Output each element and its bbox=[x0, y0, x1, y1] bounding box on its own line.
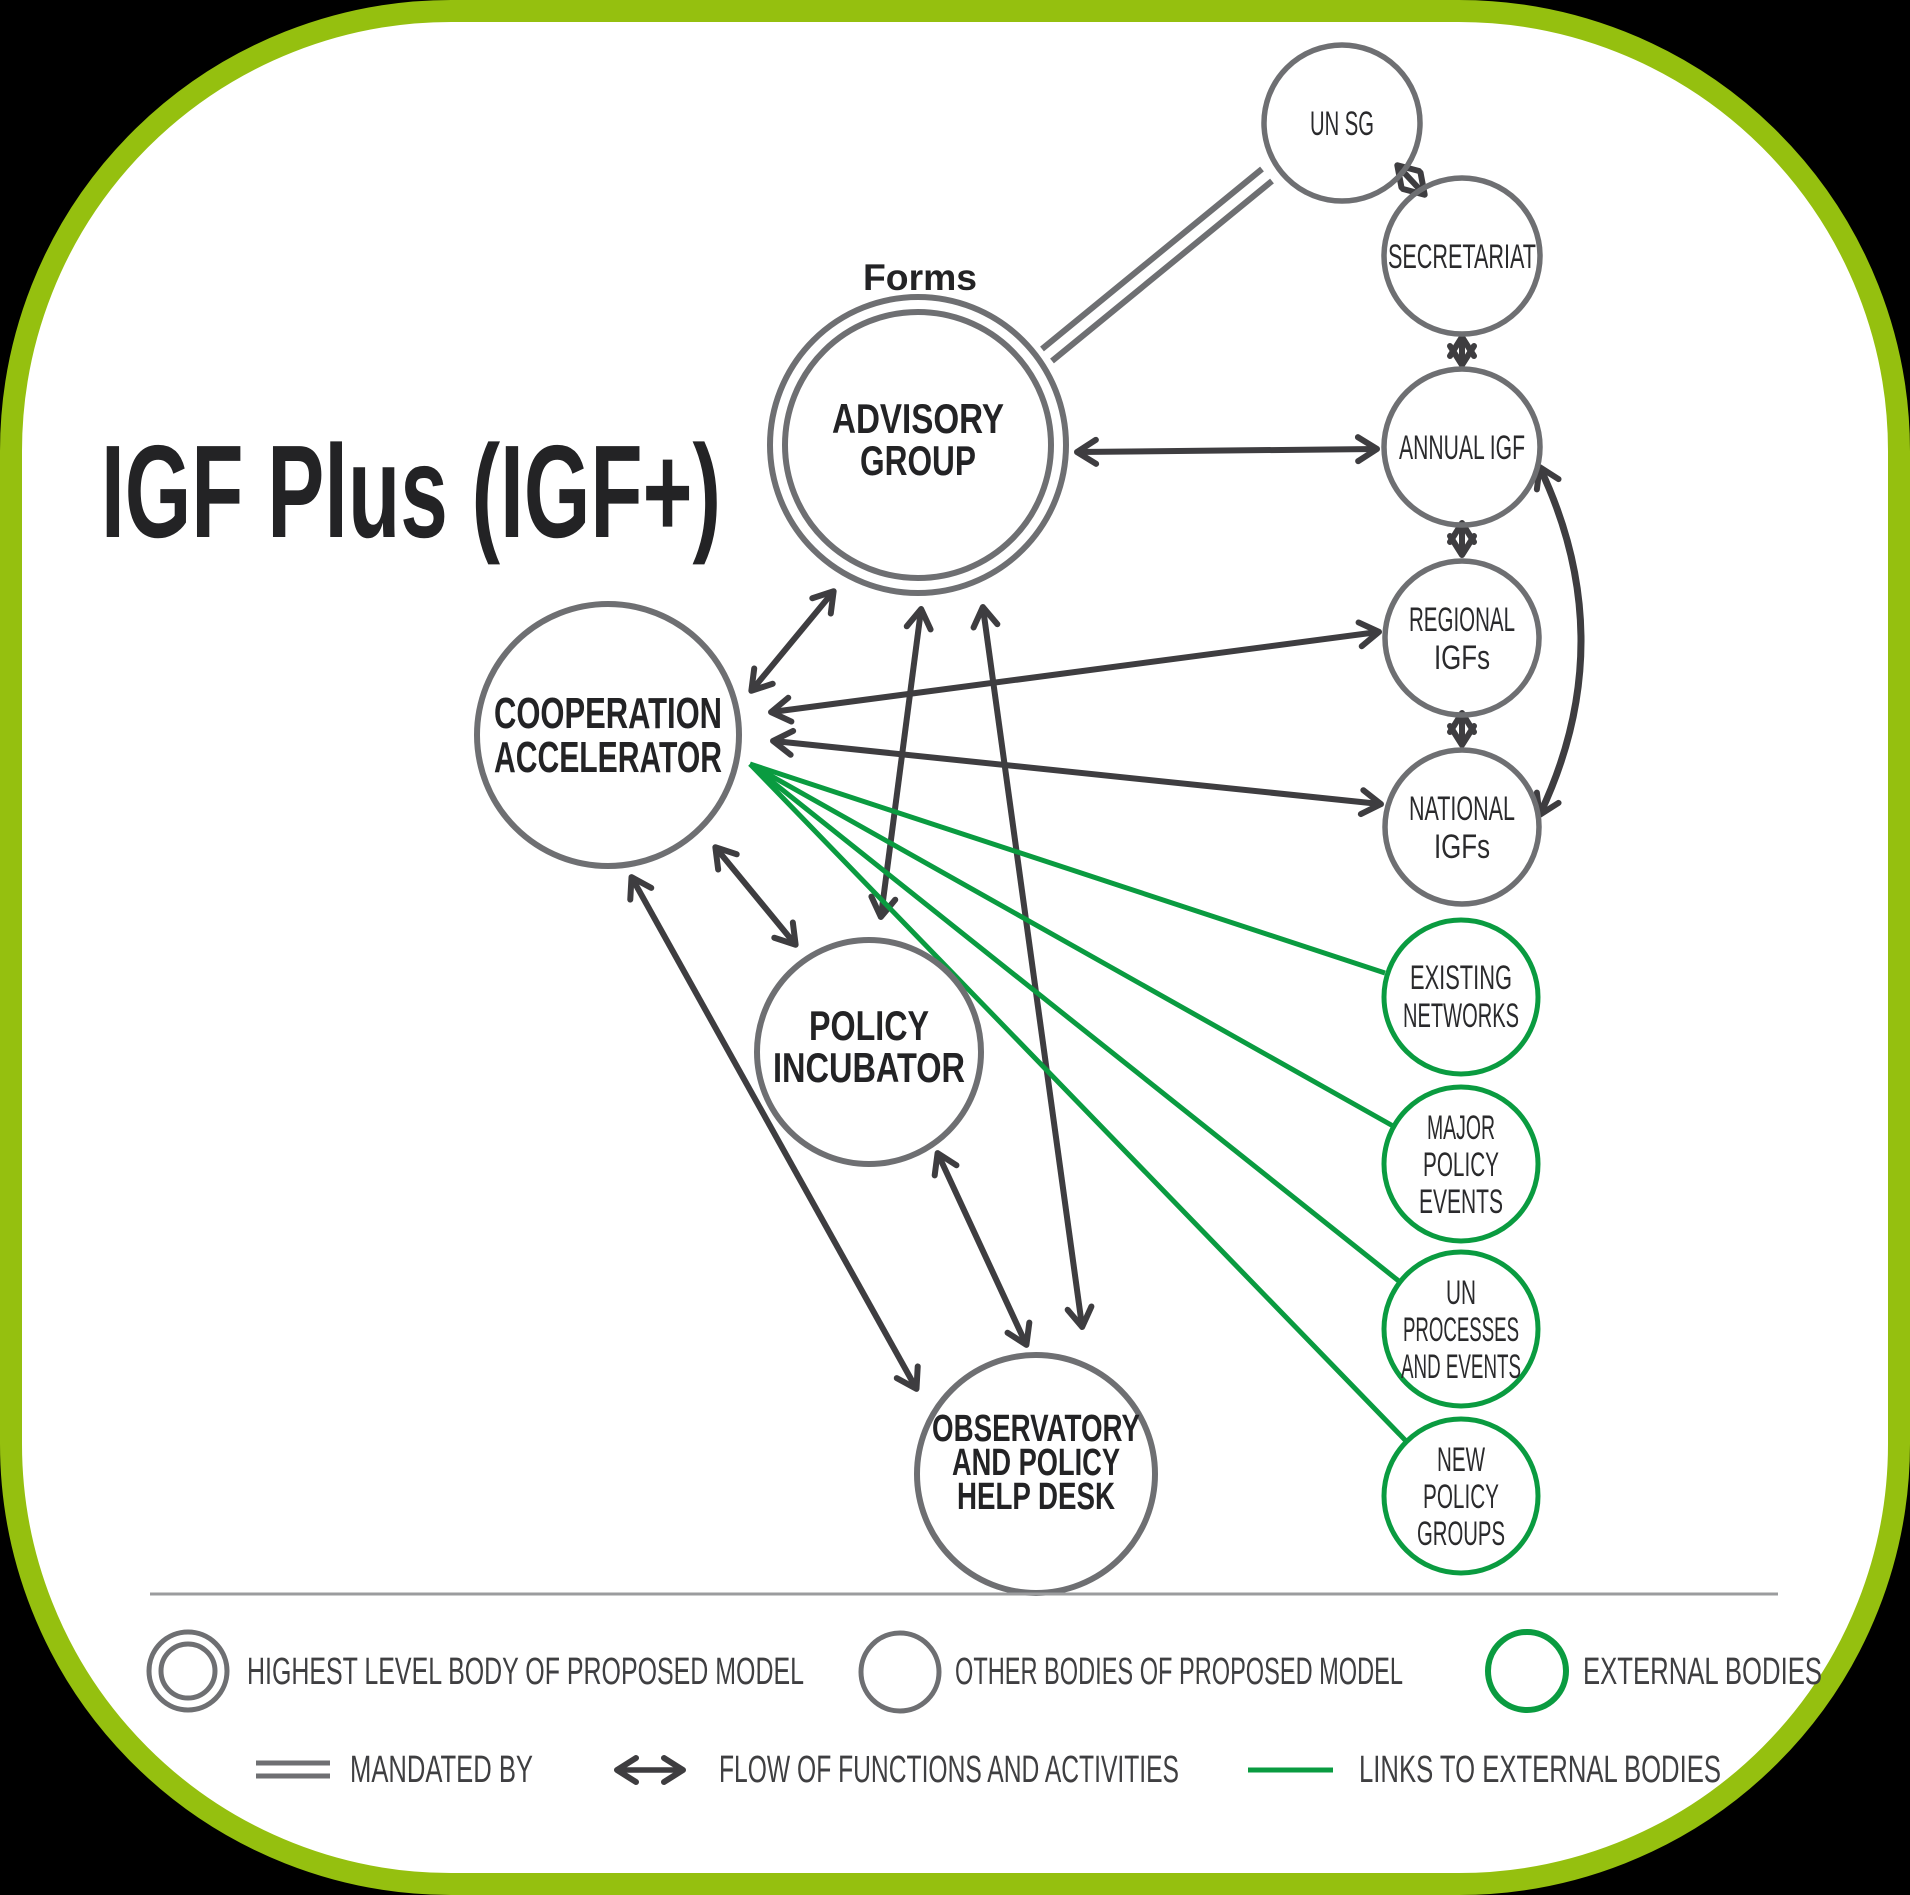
svg-text:GROUPS: GROUPS bbox=[1417, 1515, 1505, 1553]
node-new-policy-groups-circle bbox=[1381, 1416, 1541, 1576]
legend-links-label: LINKS TO EXTERNAL BODIES bbox=[1359, 1749, 1721, 1791]
legend-highest-level-label: HIGHEST LEVEL BODY OF PROPOSED MODEL bbox=[247, 1651, 804, 1693]
svg-text:NETWORKS: NETWORKS bbox=[1403, 997, 1519, 1035]
node-annual-igf-circle bbox=[1381, 366, 1543, 528]
arrow-cooperation-observatory bbox=[627, 874, 921, 1392]
node-annual-igf-label: ANNUAL IGF bbox=[1399, 429, 1525, 467]
svg-text:AND EVENTS: AND EVENTS bbox=[1401, 1348, 1521, 1386]
node-new-policy-groups-label: NEW POLICY GROUPS bbox=[1417, 1441, 1505, 1553]
node-national-igfs-circle bbox=[1382, 747, 1542, 907]
svg-text:IGFs: IGFs bbox=[1434, 639, 1490, 677]
node-un-processes-circle bbox=[1381, 1249, 1541, 1409]
arrow-policy-incubator-observatory bbox=[931, 1150, 1033, 1348]
svg-text:NATIONAL: NATIONAL bbox=[1409, 790, 1515, 828]
link-cooperation-existing-networks bbox=[749, 761, 1386, 976]
legend-external-bodies-icon bbox=[1485, 1629, 1569, 1713]
node-un-sg-circle bbox=[1261, 42, 1423, 204]
svg-text:INCUBATOR: INCUBATOR bbox=[773, 1044, 965, 1091]
node-national-igfs-label: NATIONAL IGFs bbox=[1409, 790, 1515, 866]
legend-other-bodies-label: OTHER BODIES OF PROPOSED MODEL bbox=[955, 1651, 1403, 1693]
node-policy-incubator-circle bbox=[754, 937, 984, 1167]
arrow-advisory-observatory bbox=[970, 604, 1095, 1330]
svg-text:PROCESSES: PROCESSES bbox=[1403, 1311, 1519, 1349]
svg-text:IGFs: IGFs bbox=[1434, 828, 1490, 866]
legend-external-bodies-label: EXTERNAL BODIES bbox=[1583, 1651, 1822, 1693]
node-observatory-label: OBSERVATORY AND POLICY HELP DESK bbox=[932, 1408, 1140, 1518]
svg-text:OBSERVATORY: OBSERVATORY bbox=[932, 1408, 1140, 1450]
node-cooperation-accelerator-circle bbox=[474, 601, 742, 869]
node-major-policy-events-label: MAJOR POLICY EVENTS bbox=[1419, 1109, 1503, 1221]
arrow-advisory-annual bbox=[1074, 434, 1380, 467]
svg-text:EXISTING: EXISTING bbox=[1410, 959, 1512, 997]
node-regional-igfs-label: REGIONAL IGFs bbox=[1409, 601, 1515, 677]
link-cooperation-new-policy-groups bbox=[748, 762, 1408, 1443]
forms-label: Forms bbox=[863, 257, 977, 298]
legend-mandated-by-label: MANDATED BY bbox=[350, 1749, 533, 1791]
node-major-policy-events-circle bbox=[1381, 1084, 1541, 1244]
node-un-processes-label: UN PROCESSES AND EVENTS bbox=[1401, 1274, 1521, 1386]
svg-text:MAJOR: MAJOR bbox=[1427, 1109, 1495, 1147]
node-existing-networks-circle bbox=[1381, 917, 1541, 1077]
node-secretariat-label: SECRETARIAT bbox=[1388, 238, 1536, 276]
link-cooperation-major-policy-events bbox=[748, 761, 1395, 1129]
node-un-sg-label: UN SG bbox=[1310, 105, 1374, 143]
legend-mandated-by-icon bbox=[256, 1760, 330, 1779]
node-advisory-group-label: ADVISORY GROUP bbox=[832, 395, 1004, 484]
legend-highest-level-icon bbox=[146, 1629, 230, 1713]
node-existing-networks-label: EXISTING NETWORKS bbox=[1403, 959, 1519, 1035]
svg-text:COOPERATION: COOPERATION bbox=[494, 689, 722, 738]
svg-text:GROUP: GROUP bbox=[860, 437, 976, 484]
node-policy-incubator-label: POLICY INCUBATOR bbox=[773, 1002, 965, 1091]
page-title: IGF Plus (IGF+) bbox=[101, 418, 721, 565]
node-secretariat-circle bbox=[1381, 175, 1543, 337]
svg-text:POLICY: POLICY bbox=[1423, 1146, 1499, 1184]
svg-text:UN: UN bbox=[1446, 1274, 1476, 1312]
svg-text:ACCELERATOR: ACCELERATOR bbox=[494, 733, 722, 782]
svg-text:EVENTS: EVENTS bbox=[1419, 1183, 1503, 1221]
legend-flow-label: FLOW OF FUNCTIONS AND ACTIVITIES bbox=[719, 1749, 1179, 1791]
mandate-line-unsg-advisory bbox=[1040, 166, 1274, 364]
svg-text:AND POLICY: AND POLICY bbox=[952, 1442, 1120, 1484]
node-cooperation-accelerator-label: COOPERATION ACCELERATOR bbox=[494, 689, 722, 782]
legend-other-bodies-icon bbox=[858, 1630, 942, 1714]
svg-text:REGIONAL: REGIONAL bbox=[1409, 601, 1515, 639]
arrow-annual-national-curve bbox=[1533, 464, 1585, 818]
arrow-advisory-policy-incubator bbox=[868, 606, 934, 920]
node-advisory-group-circle bbox=[767, 294, 1069, 596]
link-cooperation-un-processes bbox=[748, 762, 1402, 1284]
svg-text:POLICY: POLICY bbox=[809, 1002, 929, 1049]
node-regional-igfs-circle bbox=[1382, 558, 1542, 718]
svg-text:NEW: NEW bbox=[1437, 1441, 1485, 1479]
svg-text:POLICY: POLICY bbox=[1423, 1478, 1499, 1516]
svg-text:HELP DESK: HELP DESK bbox=[957, 1476, 1115, 1518]
svg-text:ADVISORY: ADVISORY bbox=[832, 395, 1004, 442]
